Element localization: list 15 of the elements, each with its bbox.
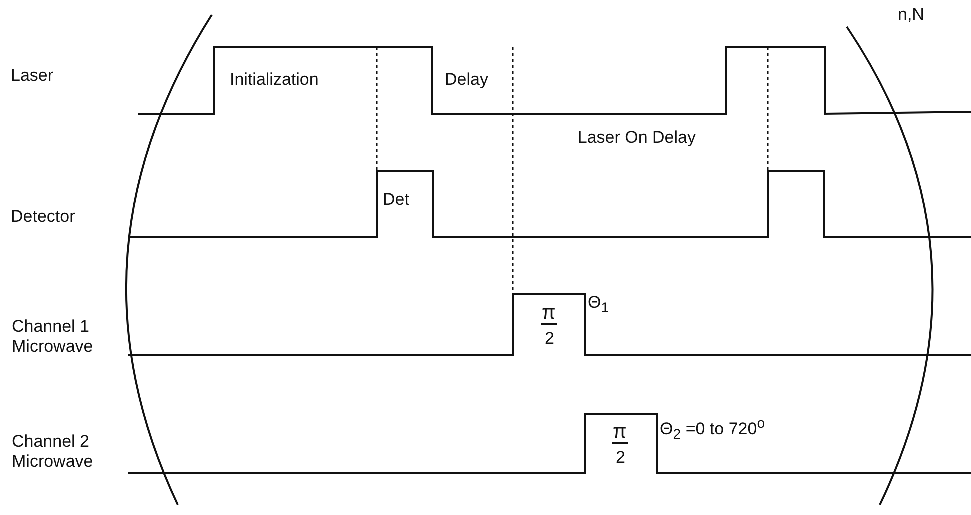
signal-label: Det <box>383 190 410 210</box>
signal-label: Channel 1 Microwave <box>12 317 94 357</box>
signal-label: Delay <box>445 70 488 90</box>
signal-label: Detector <box>11 207 76 227</box>
signal-label: Θ$_{1}$ <box>588 293 610 318</box>
signal-label: Channel 2 Microwave <box>12 432 94 472</box>
signal-label: Initialization <box>230 70 319 90</box>
signal-label: Laser <box>11 66 54 86</box>
fraction-numerator: π <box>541 303 557 325</box>
fraction-numerator: π <box>612 422 628 444</box>
fraction-denominator: 2 <box>545 329 554 349</box>
signal-label: Laser On Delay <box>576 128 696 148</box>
signal-label: n,N <box>898 5 924 25</box>
signal-label: Θ$_{2}$ =0 to 720$^{o}$ <box>660 415 766 446</box>
fraction-denominator: 2 <box>616 448 626 468</box>
